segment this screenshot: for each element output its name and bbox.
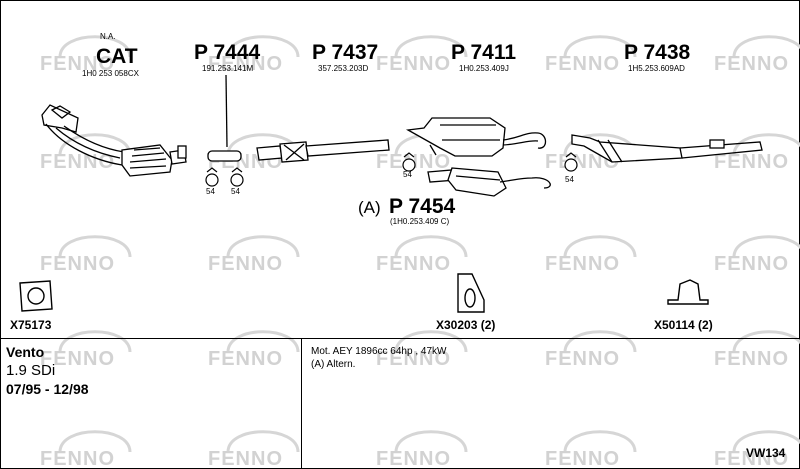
watermark: FENNO bbox=[714, 35, 800, 75]
clamp-label: 54 bbox=[231, 187, 240, 196]
part-number-7411: 1H0.253.409J bbox=[459, 64, 509, 73]
svg-text:FENNO: FENNO bbox=[545, 151, 620, 173]
engine-note: Mot. AEY 1896cc 64hp , 47kW bbox=[311, 346, 447, 357]
accessory-label-bracket-hanger: X50114 (2) bbox=[654, 318, 713, 332]
svg-text:FENNO: FENNO bbox=[545, 448, 620, 469]
watermark: FENNO bbox=[376, 35, 468, 75]
watermark: FENNO bbox=[208, 430, 300, 469]
watermark: FENNO bbox=[714, 330, 800, 370]
svg-text:FENNO: FENNO bbox=[40, 53, 115, 75]
svg-text:FENNO: FENNO bbox=[376, 348, 451, 370]
svg-text:FENNO: FENNO bbox=[40, 253, 115, 275]
rubber-hanger-icon bbox=[457, 273, 485, 313]
svg-text:FENNO: FENNO bbox=[376, 448, 451, 469]
watermark-layer: FENNO bbox=[40, 35, 132, 75]
watermark: FENNO bbox=[208, 35, 300, 75]
clamps bbox=[205, 152, 578, 187]
svg-text:FENNO: FENNO bbox=[714, 448, 789, 469]
clamp-label: 54 bbox=[206, 187, 215, 196]
svg-text:FENNO: FENNO bbox=[545, 53, 620, 75]
accessory-label-rubber-hanger: X30203 (2) bbox=[436, 318, 496, 332]
watermark: FENNO bbox=[40, 35, 132, 75]
watermark: FENNO bbox=[376, 235, 468, 275]
svg-text:FENNO: FENNO bbox=[714, 53, 789, 75]
vehicle-model: Vento bbox=[6, 344, 45, 360]
info-column-divider bbox=[301, 338, 302, 469]
svg-text:FENNO: FENNO bbox=[208, 448, 283, 469]
watermark: FENNO bbox=[40, 330, 132, 370]
clamp-icon bbox=[402, 152, 416, 172]
clamp-label: 54 bbox=[565, 175, 574, 184]
part-code-7437: P 7437 bbox=[312, 41, 379, 64]
svg-text:FENNO: FENNO bbox=[40, 151, 115, 173]
info-divider bbox=[0, 338, 800, 339]
watermark: FENNO bbox=[714, 430, 800, 469]
page-code: VW134 bbox=[746, 446, 786, 460]
clamp-icon bbox=[230, 167, 244, 187]
svg-text:FENNO: FENNO bbox=[208, 53, 283, 75]
watermark: FENNO bbox=[40, 235, 132, 275]
alternative-silencer-drawing bbox=[427, 167, 551, 197]
accessory-label-gasket: X75173 bbox=[10, 318, 52, 332]
svg-text:FENNO: FENNO bbox=[714, 151, 789, 173]
watermark: FENNO bbox=[40, 133, 132, 173]
alt-prefix: (A) bbox=[358, 198, 381, 217]
watermark: FENNO bbox=[208, 330, 300, 370]
svg-text:FENNO: FENNO bbox=[376, 53, 451, 75]
clamp-label: 54 bbox=[403, 170, 412, 179]
svg-text:FENNO: FENNO bbox=[40, 348, 115, 370]
part-code-7454: P 7454 bbox=[389, 195, 456, 218]
svg-text:FENNO: FENNO bbox=[376, 253, 451, 275]
svg-text:FENNO: FENNO bbox=[714, 348, 789, 370]
middle-silencer-drawing bbox=[405, 117, 547, 157]
alternative-note: (A) Altern. bbox=[311, 359, 356, 370]
svg-text:FENNO: FENNO bbox=[208, 348, 283, 370]
gasket-icon bbox=[19, 280, 53, 312]
svg-text:FENNO: FENNO bbox=[545, 348, 620, 370]
watermark: FENNO bbox=[208, 235, 300, 275]
watermark: FENNO bbox=[545, 35, 637, 75]
watermark: FENNO bbox=[545, 430, 637, 469]
watermark: FENNO bbox=[714, 133, 800, 173]
watermark: FENNO bbox=[376, 430, 468, 469]
part-code-cat: CAT bbox=[96, 45, 138, 68]
catalytic-converter-drawing bbox=[41, 104, 187, 177]
part-code-7438: P 7438 bbox=[624, 41, 691, 64]
bracket-hanger-icon bbox=[667, 279, 709, 305]
clamp-icon bbox=[205, 167, 219, 187]
svg-text:FENNO: FENNO bbox=[714, 253, 789, 275]
cat-prefix: N.A. bbox=[100, 32, 116, 41]
part-number-7444: 191.253.141M bbox=[202, 64, 254, 73]
part-number-7438: 1H5.253.609AD bbox=[628, 64, 685, 73]
watermark: FENNO bbox=[40, 430, 132, 469]
vehicle-engine: 1.9 SDi bbox=[6, 362, 56, 379]
watermark: FENNO bbox=[376, 330, 468, 370]
clamp-icon bbox=[564, 152, 578, 172]
svg-text:FENNO: FENNO bbox=[40, 448, 115, 469]
part-number-7437: 357.253.203D bbox=[318, 64, 369, 73]
part-code-7411: P 7411 bbox=[451, 41, 517, 64]
watermark: FENNO bbox=[714, 235, 800, 275]
vehicle-years: 07/95 - 12/98 bbox=[6, 381, 89, 397]
watermark: FENNO bbox=[545, 330, 637, 370]
part-number-7454: (1H0.253.409 C) bbox=[390, 217, 450, 226]
rear-silencer-drawing bbox=[571, 134, 763, 163]
watermark-copies: FENNO FENNO FENNO FENNO FENNO FENNO FENN… bbox=[40, 35, 800, 469]
watermark: FENNO bbox=[545, 235, 637, 275]
part-number-cat: 1H0 253 058CX bbox=[82, 69, 139, 78]
pipe-sleeve-drawing bbox=[207, 74, 242, 162]
svg-text:FENNO: FENNO bbox=[208, 253, 283, 275]
part-code-7444: P 7444 bbox=[194, 41, 261, 64]
svg-text:FENNO: FENNO bbox=[545, 253, 620, 275]
front-pipe-drawing bbox=[256, 139, 390, 163]
